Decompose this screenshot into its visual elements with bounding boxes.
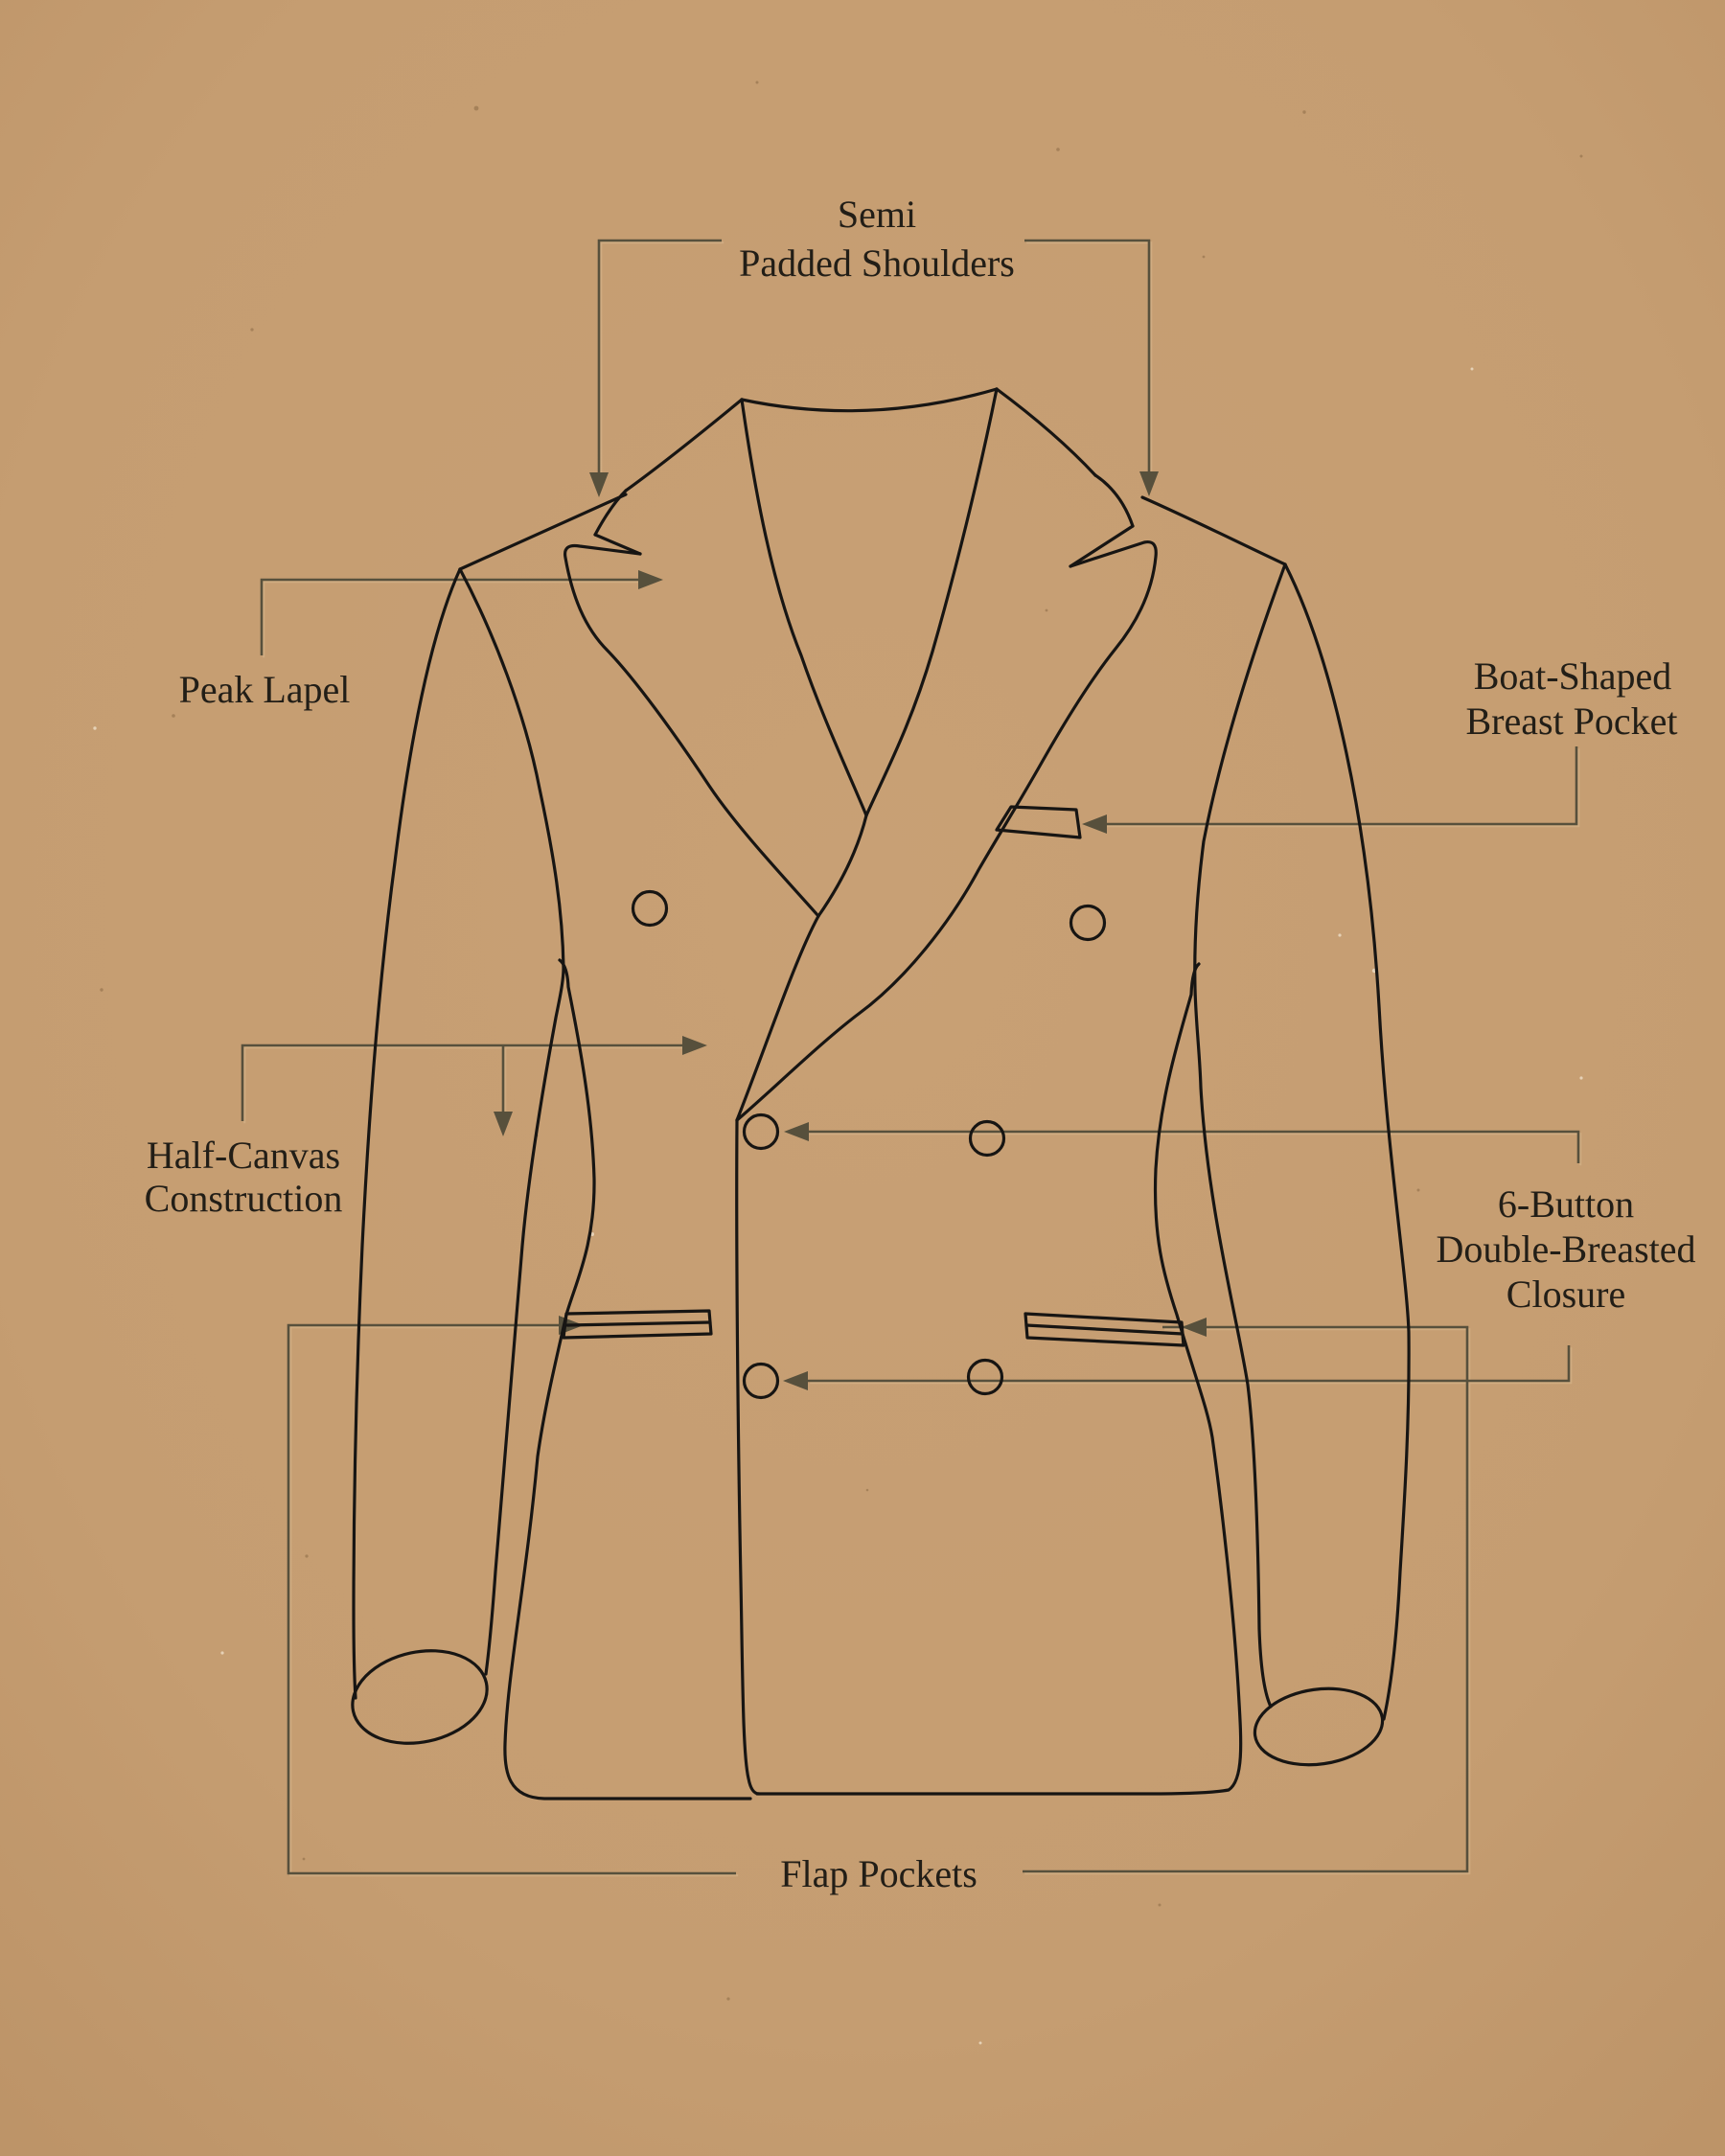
- svg-text:Breast Pocket: Breast Pocket: [1465, 700, 1677, 743]
- svg-text:Double-Breasted: Double-Breasted: [1436, 1227, 1695, 1271]
- svg-text:Half-Canvas: Half-Canvas: [147, 1134, 340, 1177]
- svg-text:Boat-Shaped: Boat-Shaped: [1474, 654, 1672, 698]
- svg-text:Construction: Construction: [145, 1177, 343, 1220]
- svg-text:6-Button: 6-Button: [1498, 1182, 1634, 1226]
- svg-text:Peak Lapel: Peak Lapel: [179, 668, 351, 711]
- svg-text:Flap Pockets: Flap Pockets: [780, 1852, 978, 1895]
- svg-text:Padded Shoulders: Padded Shoulders: [739, 241, 1015, 285]
- svg-text:Semi: Semi: [838, 193, 916, 236]
- svg-text:Closure: Closure: [1506, 1273, 1625, 1316]
